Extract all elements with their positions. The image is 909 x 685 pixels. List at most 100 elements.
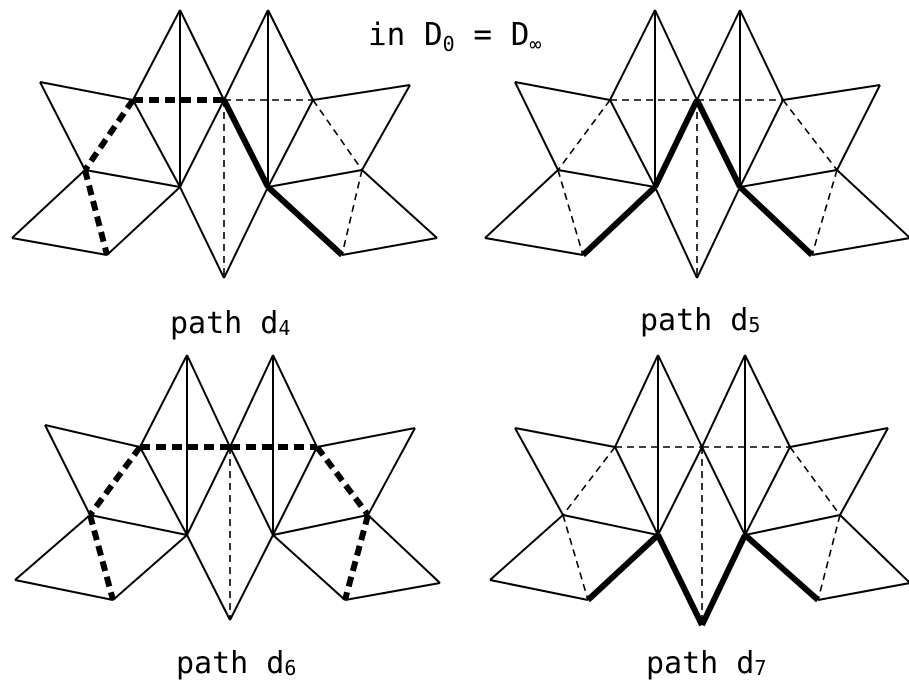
- net-edge: [361, 169, 438, 239]
- net-edge: [186, 534, 231, 621]
- fold-edge: [562, 446, 616, 516]
- net-edge: [367, 427, 416, 516]
- net-edge: [223, 9, 269, 101]
- net-edge: [744, 446, 791, 536]
- net-edge: [744, 354, 791, 448]
- net-edge: [484, 169, 559, 239]
- net-edge: [179, 9, 225, 101]
- path-edge: [737, 184, 815, 258]
- net-edge: [739, 169, 838, 188]
- path-edge: [221, 98, 271, 189]
- path-edge: [699, 533, 748, 627]
- title-middle: = D: [455, 17, 530, 53]
- net-edge: [139, 354, 188, 448]
- net-edge: [39, 81, 134, 101]
- net-edge: [223, 186, 269, 279]
- net-edge: [614, 446, 659, 536]
- net-edge: [739, 9, 784, 101]
- net-edge: [39, 81, 86, 171]
- path-edge: [82, 169, 110, 256]
- net-edge: [267, 9, 314, 101]
- net-edge: [272, 534, 346, 601]
- net-edge: [341, 237, 438, 256]
- title: in D0 = D∞: [368, 17, 541, 56]
- caption-path-d6: path d6: [176, 646, 296, 681]
- net-edge: [782, 84, 881, 101]
- net-edge: [132, 99, 181, 188]
- path-edge: [342, 514, 371, 601]
- net-edge: [179, 99, 225, 188]
- net-edge: [361, 84, 411, 171]
- path-edge: [314, 445, 371, 517]
- net-edge: [14, 579, 114, 601]
- net-edge: [609, 99, 656, 188]
- path-edge: [82, 98, 136, 172]
- net-edge: [654, 186, 698, 279]
- net-edge: [817, 582, 909, 601]
- net-edge: [657, 354, 703, 448]
- fold-edge: [341, 169, 363, 256]
- net-edge: [514, 81, 559, 171]
- net-edge: [489, 579, 589, 601]
- net-edge: [609, 9, 656, 101]
- net-edge: [229, 446, 274, 536]
- net-edge: [229, 534, 274, 621]
- caption-path-d7: path d7: [646, 646, 766, 681]
- path-edge: [87, 514, 116, 601]
- net-edge: [557, 169, 656, 188]
- path-edge: [585, 532, 661, 603]
- net-edge: [186, 446, 231, 536]
- net-edge: [739, 99, 784, 188]
- net-edge: [654, 9, 698, 101]
- panel-path-d6: [14, 354, 441, 621]
- net-edge: [14, 514, 91, 581]
- path-edge: [655, 533, 705, 627]
- net-edge: [272, 446, 318, 536]
- fold-edge: [312, 99, 363, 171]
- title-prefix: in D: [368, 17, 443, 53]
- net-edge: [106, 186, 181, 256]
- path-edge: [743, 532, 820, 603]
- net-edge: [657, 446, 703, 536]
- net-edge: [514, 427, 564, 516]
- net-edge: [186, 354, 231, 448]
- net-edge: [267, 99, 314, 188]
- panel-path-d7: [489, 354, 909, 627]
- net-edge: [836, 169, 909, 239]
- net-edge: [11, 169, 86, 239]
- caption-path-d4: path d4: [170, 306, 290, 341]
- net-edge: [836, 84, 881, 171]
- fold-edge: [557, 169, 584, 256]
- net-edge: [514, 427, 616, 448]
- net-edge: [229, 354, 274, 448]
- title-subscript-a: 0: [443, 32, 455, 56]
- net-edge: [112, 534, 188, 601]
- fold-edge: [557, 99, 611, 171]
- fold-edge: [789, 446, 841, 516]
- net-edge: [839, 427, 889, 516]
- fold-edge: [817, 514, 841, 601]
- net-edge: [179, 186, 225, 279]
- fold-edge: [811, 169, 838, 256]
- panel-path-d5: [484, 9, 909, 279]
- net-edge: [267, 169, 363, 188]
- net-edge: [744, 514, 841, 536]
- fold-edge: [562, 514, 589, 601]
- path-edge: [87, 445, 143, 517]
- net-edge: [344, 582, 441, 601]
- net-edge: [839, 514, 909, 584]
- net-edge: [367, 514, 441, 584]
- net-edge: [701, 446, 746, 536]
- path-edge: [580, 184, 658, 258]
- net-edge: [44, 424, 141, 448]
- net-edge: [272, 354, 318, 448]
- net-edge: [514, 81, 611, 101]
- net-edge: [696, 186, 741, 279]
- net-edge: [696, 9, 741, 101]
- caption-path-d5: path d5: [640, 303, 760, 338]
- net-edge: [489, 514, 564, 581]
- net-edge: [562, 514, 659, 536]
- title-subscript-b: ∞: [529, 32, 541, 56]
- path-edge: [694, 98, 743, 189]
